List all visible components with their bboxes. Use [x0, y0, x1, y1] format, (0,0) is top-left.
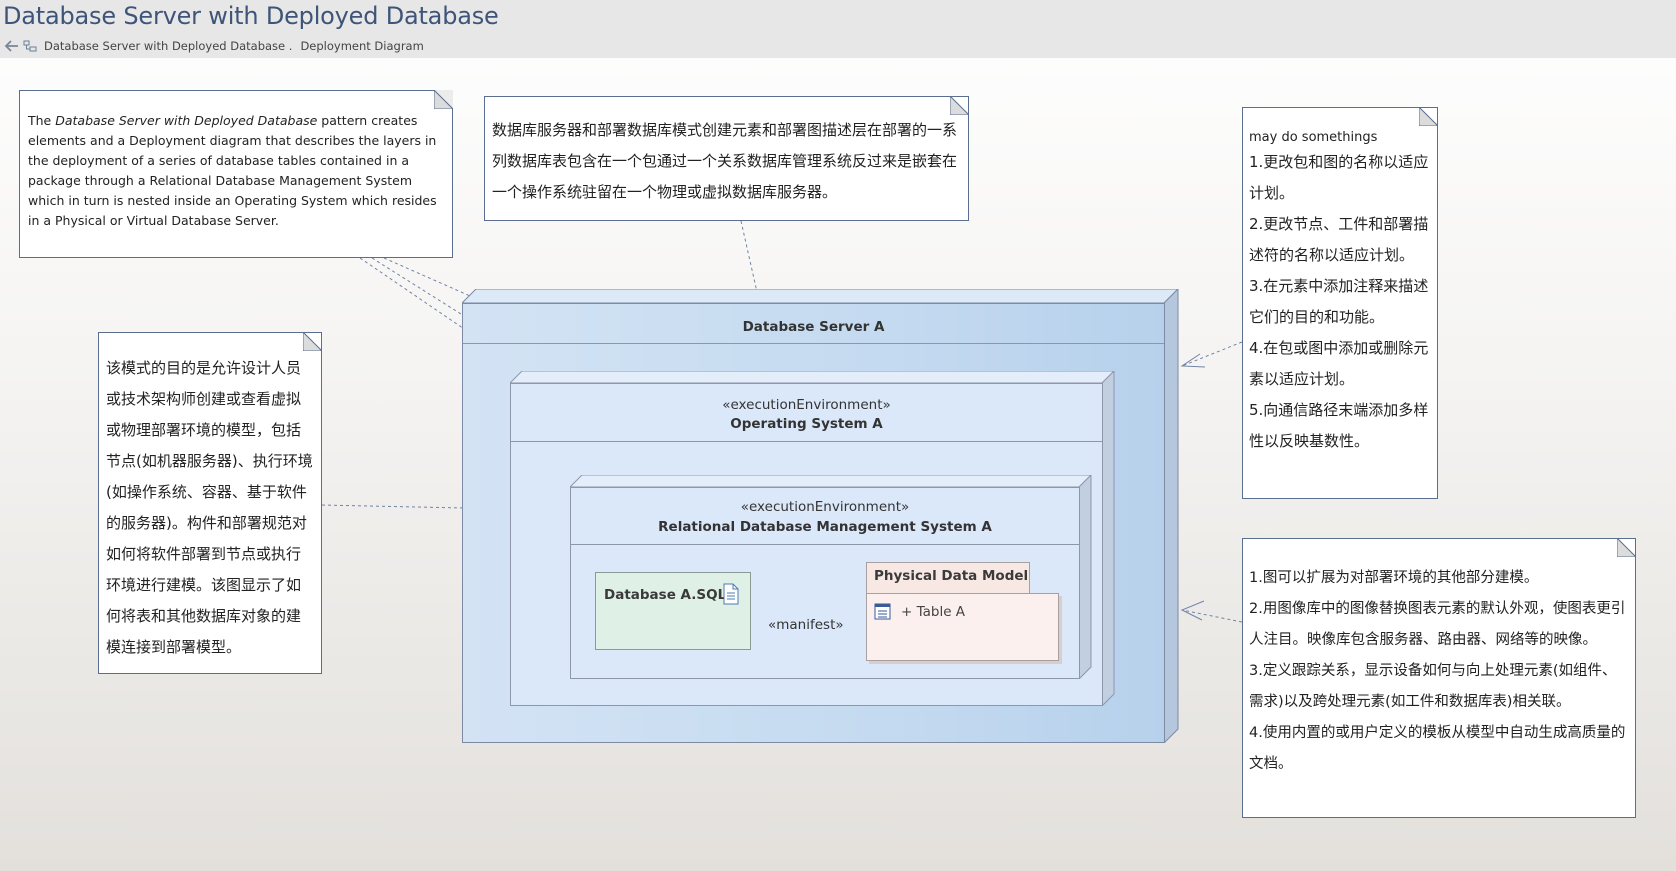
note-may-do-item: 3.在元素中添加注释来描述它们的目的和功能。 — [1249, 277, 1429, 326]
database-sql-artifact[interactable]: Database A.SQL — [595, 572, 751, 650]
diagram-header: Database Server with Deployed Database D… — [0, 0, 1676, 58]
note-link-right-bottom — [1181, 609, 1243, 623]
note-may-do-item: 1.更改包和图的名称以适应计划。 — [1249, 153, 1429, 202]
physical-data-model-package[interactable]: + Table A — [866, 593, 1059, 661]
artifact-name: Database A.SQL — [604, 587, 727, 603]
breadcrumb: Database Server with Deployed Database .… — [4, 38, 424, 54]
package-tab[interactable]: Physical Data Model — [866, 562, 1030, 594]
note-may-do-lead: may do somethings — [1249, 130, 1378, 145]
note-extensions-item: 2.用图像库中的图像替换图表元素的默认外观，使图表更引人注目。映像库包含服务器、… — [1249, 601, 1626, 648]
package-item: + Table A — [901, 604, 966, 620]
note-purpose-text: 该模式的目的是允许设计人员或技术架构师创建或查看虚拟或物理部署环境的模型，包括节… — [106, 359, 313, 656]
note-extensions-item: 4.使用内置的或用户定义的模板从模型中自动生成高质量的文档。 — [1249, 725, 1626, 772]
rdbms-stereotype: «executionEnvironment» — [740, 499, 910, 515]
server-name: Database Server A — [742, 319, 885, 335]
note-may-do-item: 4.在包或图中添加或删除元素以适应计划。 — [1249, 339, 1429, 388]
os-stereotype: «executionEnvironment» — [722, 397, 891, 413]
note-en-text: The Database Server with Deployed Databa… — [28, 113, 437, 228]
note-pattern-description-cn[interactable]: 数据库服务器和部署数据库模式创建元素和部署图描述层在部署的一系列数据库表包含在一… — [484, 96, 969, 221]
note-may-do-item: 2.更改节点、工件和部署描述符的名称以适应计划。 — [1249, 215, 1429, 264]
note-may-do-item: 5.向通信路径末端添加多样性以反映基数性。 — [1249, 401, 1429, 450]
note-pattern-description[interactable]: The Database Server with Deployed Databa… — [19, 90, 453, 258]
os-name: Operating System A — [730, 416, 883, 432]
package-name: Physical Data Model — [874, 568, 1029, 584]
breadcrumb-view: Deployment Diagram — [300, 39, 424, 53]
note-pattern-purpose[interactable]: 该模式的目的是允许设计人员或技术架构师创建或查看虚拟或物理部署环境的模型，包括节… — [98, 332, 322, 674]
diagram-type-icon — [22, 39, 38, 53]
diagram-title: Database Server with Deployed Database — [3, 2, 499, 30]
note-extensions-item: 3.定义跟踪关系，显示设备如何与向上处理元素(如组件、需求)以及跨处理元素(如工… — [1249, 663, 1617, 710]
note-extensions-item: 1.图可以扩展为对部署环境的其他部分建模。 — [1249, 570, 1539, 586]
arrowhead-right-top — [1180, 353, 1206, 368]
document-icon — [722, 583, 740, 605]
manifest-label: «manifest» — [768, 617, 844, 633]
note-cn-text: 数据库服务器和部署数据库模式创建元素和部署图描述层在部署的一系列数据库表包含在一… — [492, 121, 958, 201]
table-icon — [874, 603, 891, 620]
back-arrow-icon[interactable] — [4, 39, 20, 53]
note-extensions[interactable]: 1.图可以扩展为对部署环境的其他部分建模。 2.用图像库中的图像替换图表元素的默… — [1242, 538, 1636, 818]
note-link-right-top — [1181, 341, 1243, 367]
arrowhead-right-bottom — [1180, 600, 1205, 621]
rdbms-name: Relational Database Management System A — [658, 519, 992, 535]
note-link-left — [321, 504, 464, 509]
breadcrumb-item[interactable]: Database Server with Deployed Database . — [44, 39, 293, 53]
note-may-do[interactable]: may do somethings 1.更改包和图的名称以适应计划。 2.更改节… — [1242, 107, 1438, 499]
